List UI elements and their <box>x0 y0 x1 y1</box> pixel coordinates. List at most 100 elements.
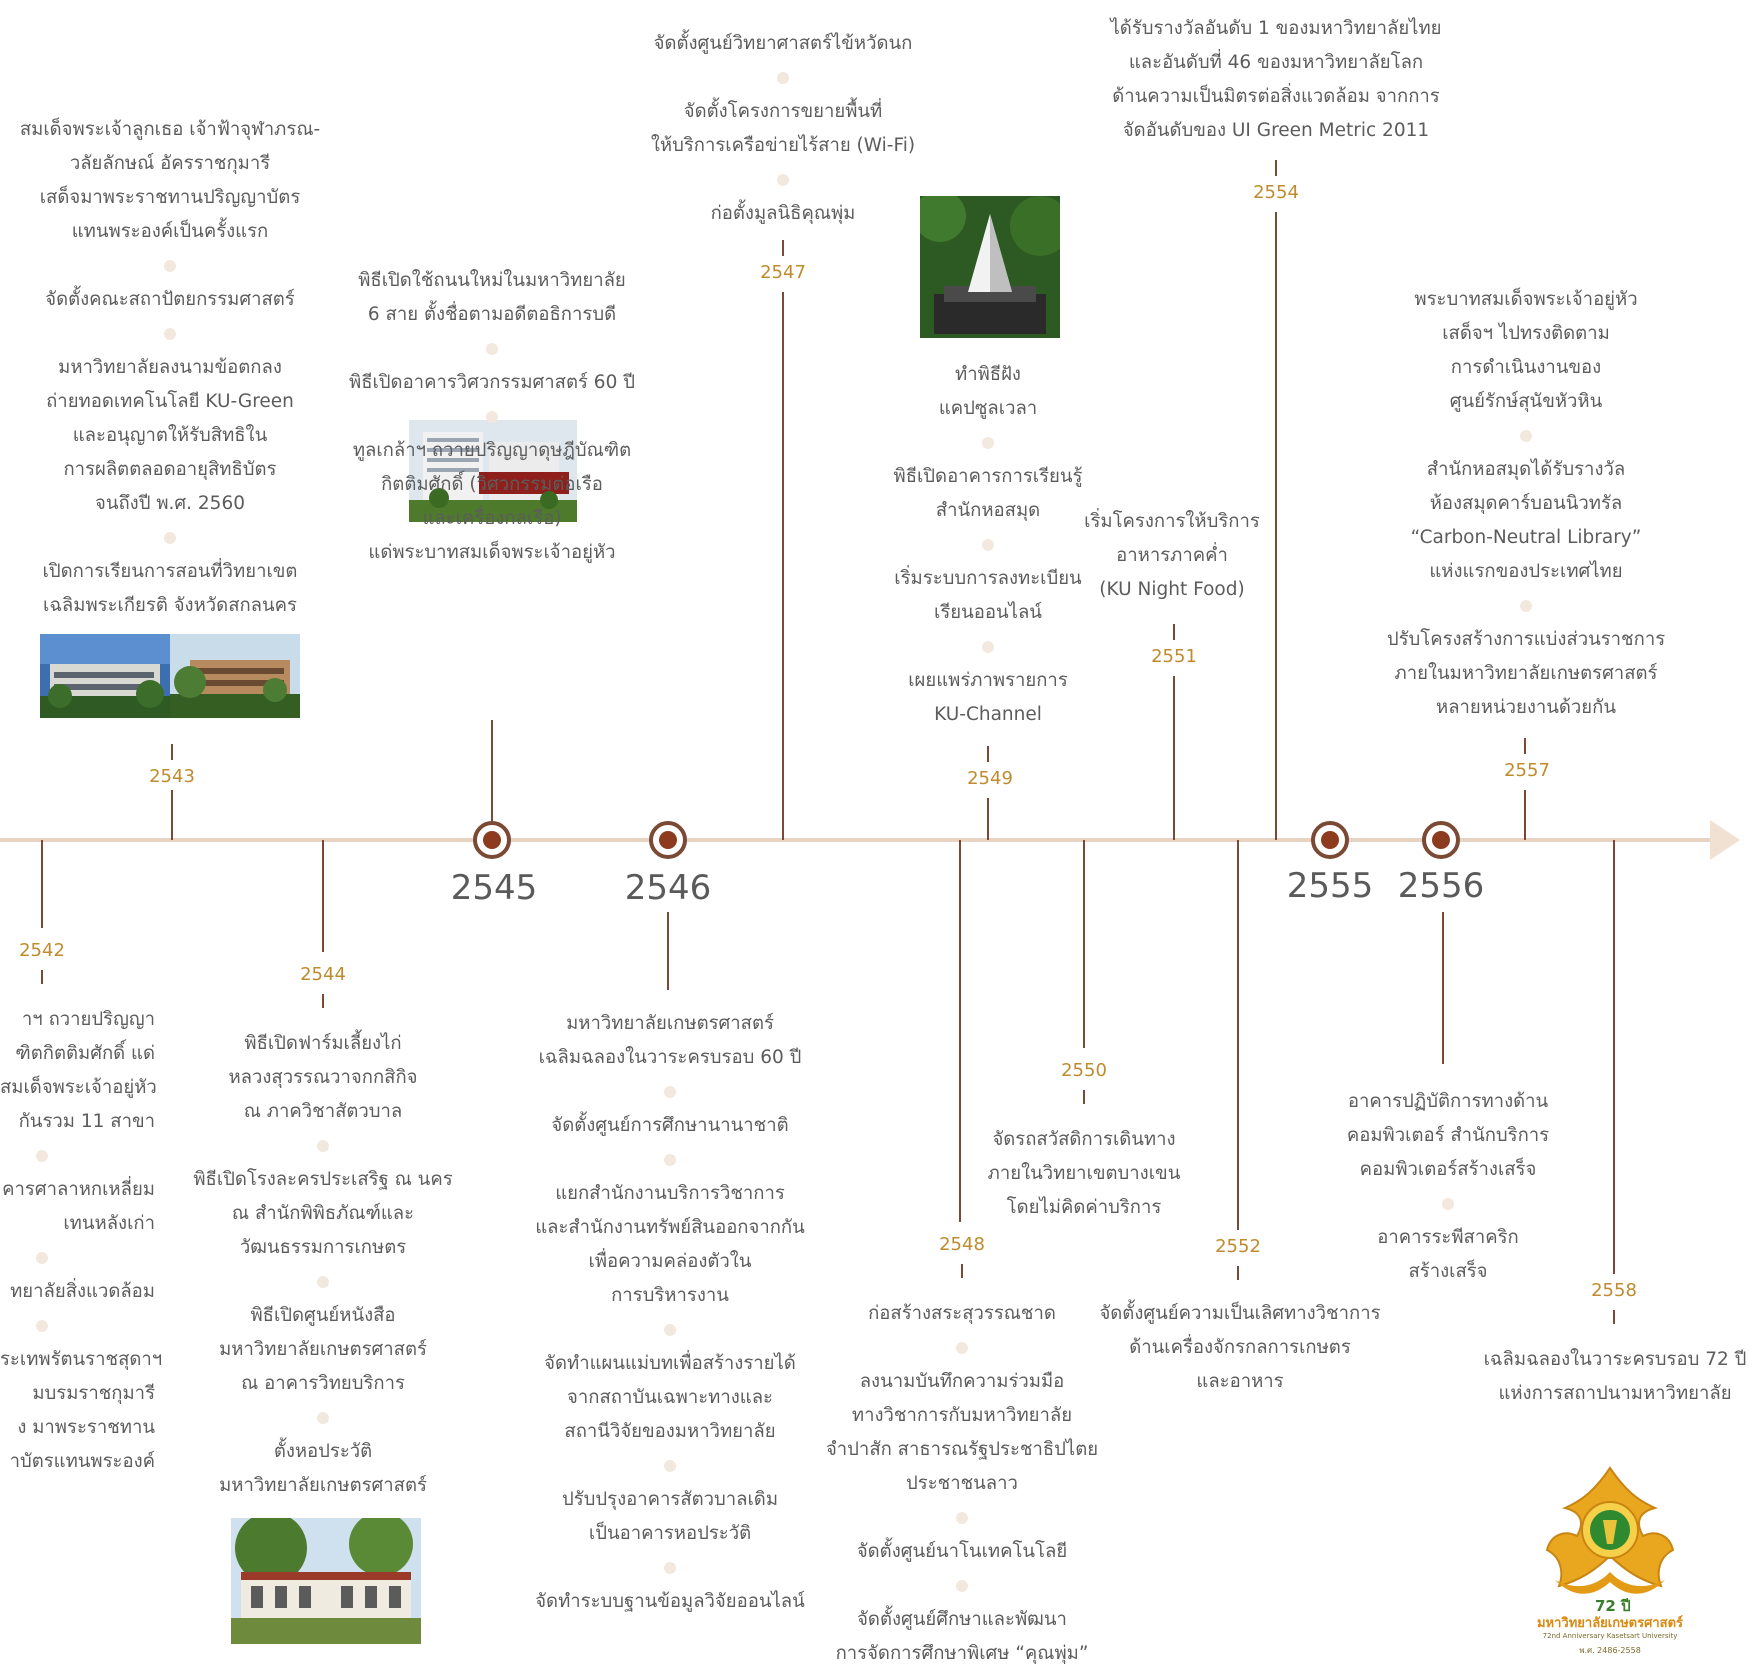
separator-dot <box>486 411 498 423</box>
stem-2542-bottom <box>41 970 43 984</box>
event-line: การดำเนินงานของ <box>1450 357 1602 378</box>
event-line: ถ่ายทอดเทคโนโลยี KU-Green <box>46 391 294 412</box>
event-line: อาหารภาคค่ำ <box>1116 545 1228 566</box>
year-label-2546: 2546 <box>624 868 712 908</box>
separator-dot <box>1520 600 1532 612</box>
stem-2552 <box>1237 840 1239 1230</box>
event-line: ให้บริการเครือข่ายไร้สาย (Wi-Fi) <box>650 135 916 156</box>
stem-2547-top <box>782 240 784 256</box>
event-line: แด่พระบาทสมเด็จพระเจ้าอยู่หัว <box>368 542 616 563</box>
stem-2554 <box>1275 212 1277 840</box>
separator-dot <box>36 1252 48 1264</box>
logo-university-name: มหาวิทยาลัยเกษตรศาสตร์ <box>1536 1616 1684 1631</box>
event-line: (KU Night Food) <box>1099 579 1245 600</box>
event-line: าบัตรแทนพระองค์ <box>9 1451 155 1472</box>
stem-2558 <box>1613 840 1615 1274</box>
event-line: เฉลิมฉลองในวาระครบรอบ 72 ปี <box>1483 1349 1747 1370</box>
separator-dot <box>317 1140 329 1152</box>
event-line: แคปซูลเวลา <box>938 398 1038 419</box>
event-2544-1: พิธีเปิดโรงละครประเสริฐ ณ นครณ สำนักพิพิ… <box>178 1163 468 1265</box>
event-2549-0: ทำพิธีฝังแคปซูลเวลา <box>848 358 1128 426</box>
event-line: จัดตั้งศูนย์การศึกษานานาชาติ <box>551 1115 789 1136</box>
separator-dot <box>164 532 176 544</box>
stem-2544-bottom <box>322 994 324 1008</box>
year-label-2558: 2558 <box>1591 1280 1637 1301</box>
stem-2544 <box>322 840 324 952</box>
separator-dot <box>982 539 994 551</box>
separator-dot <box>956 1512 968 1524</box>
stem-2542 <box>41 840 43 928</box>
separator-dot <box>664 1324 676 1336</box>
separator-dot <box>982 641 994 653</box>
event-line: ปรับโครงสร้างการแบ่งส่วนราชการ <box>1386 629 1666 650</box>
event-line: แทนพระองค์เป็นครั้งแรก <box>71 221 269 242</box>
event-line: จัดอันดับของ UI Green Metric 2011 <box>1122 120 1430 141</box>
event-2546-0: มหาวิทยาลัยเกษตรศาสตร์เฉลิมฉลองในวาระครบ… <box>515 1007 825 1075</box>
separator-dot <box>1442 1198 1454 1210</box>
event-line: และอาหาร <box>1196 1371 1284 1392</box>
separator-dot <box>777 72 789 84</box>
event-2542-0: าฯ ถวายปริญญาฑิตกิตติมศักดิ์ แด่สมเด็จพร… <box>0 1003 157 1139</box>
event-line: ตั้งหอประวัติ <box>273 1441 373 1462</box>
event-line: มหาวิทยาลัยเกษตรศาสตร์ <box>219 1339 427 1360</box>
event-line: หลายหน่วยงานด้วยกัน <box>1436 697 1616 718</box>
photo-sakon-campus-buildings <box>40 634 300 718</box>
event-line: จัดตั้งศูนย์ศึกษาและพัฒนา <box>857 1609 1067 1630</box>
event-line: เปิดการเรียนการสอนที่วิทยาเขต <box>42 561 298 582</box>
photo-engineering-building <box>409 420 577 522</box>
event-line: ลงนามบันทึกความร่วมมือ <box>859 1371 1065 1392</box>
year-label-2543: 2543 <box>149 766 195 787</box>
event-line: การบริหารงาน <box>611 1285 729 1306</box>
event-2558-0: เฉลิมฉลองในวาระครบรอบ 72 ปีแห่งการสถาปนา… <box>1460 1343 1749 1411</box>
event-2557-2: ปรับโครงสร้างการแบ่งส่วนราชการภายในมหาวิ… <box>1356 623 1696 725</box>
stem-2548-bottom <box>961 1264 963 1278</box>
separator-dot <box>486 343 498 355</box>
stem-2556 <box>1442 912 1444 1064</box>
ku-72-anniversary-logo: 72 ปี มหาวิทยาลัยเกษตรศาสตร์ 72nd Annive… <box>1525 1460 1695 1670</box>
separator-dot <box>164 328 176 340</box>
stem-2550-bottom <box>1083 1090 1085 1104</box>
stem-2557-top <box>1524 738 1526 754</box>
separator-dot <box>1520 430 1532 442</box>
event-line: ฑิตกิตติมศักดิ์ แด่ <box>15 1043 155 1064</box>
event-line: จัดตั้งศูนย์ความเป็นเลิศทางวิชาการ <box>1099 1303 1381 1324</box>
event-2547-2: ก่อตั้งมูลนิธิคุณพุ่ม <box>618 197 948 231</box>
stem-2551-top <box>1173 624 1175 640</box>
event-line: สร้างเสร็จ <box>1408 1261 1488 1282</box>
separator-dot <box>982 437 994 449</box>
event-line: ก่อตั้งมูลนิธิคุณพุ่ม <box>710 203 856 224</box>
event-2557-1: สำนักหอสมุดได้รับรางวัลห้องสมุดคาร์บอนนิ… <box>1356 453 1696 589</box>
event-line: ศูนย์รักษ์สุนัขหัวหิน <box>1449 391 1603 412</box>
event-line: แห่งการสถาปนามหาวิทยาลัย <box>1498 1383 1732 1404</box>
stem-2545 <box>491 720 493 840</box>
event-2543-1: จัดตั้งคณะสถาปัตยกรรมศาสตร์ <box>10 283 330 317</box>
separator-dot <box>664 1562 676 1574</box>
event-line: ภายในวิทยาเขตบางเขน <box>987 1163 1181 1184</box>
event-line: อาคารระพีสาคริก <box>1377 1227 1519 1248</box>
year-label-2552: 2552 <box>1215 1236 1261 1257</box>
event-line: เทนหลังเก่า <box>63 1213 155 1234</box>
marker-2546 <box>649 821 687 859</box>
event-2548-0: ก่อสร้างสระสุวรรณชาด <box>812 1297 1112 1331</box>
year-label-2547: 2547 <box>760 262 806 283</box>
stem-2543 <box>171 790 173 840</box>
event-2544-0: พิธีเปิดฟาร์มเลี้ยงไก่หลวงสุวรรณวาจกกสิก… <box>178 1027 468 1129</box>
event-line: “Carbon-Neutral Library” <box>1410 527 1642 548</box>
event-line: ด้านเครื่องจักรกลการเกษตร <box>1129 1337 1351 1358</box>
event-line: กันรวม 11 สาขา <box>18 1111 155 1132</box>
event-line: จำปาสัก สาธารณรัฐประชาธิปไตย <box>825 1439 1099 1460</box>
event-line: และเครื่องกลเรือ) <box>422 508 562 529</box>
timeline-arrowhead <box>1710 820 1740 860</box>
logo-year-range: พ.ศ. 2486-2558 <box>1579 1646 1641 1655</box>
separator-dot <box>664 1460 676 1472</box>
event-2556-1: อาคารระพีสาคริกสร้างเสร็จ <box>1308 1221 1588 1289</box>
year-label-2548: 2548 <box>939 1234 985 1255</box>
stem-2552-bottom <box>1237 1266 1239 1280</box>
event-line: ระเทพรัตนราชสุดาฯ <box>0 1349 163 1370</box>
event-line: เฉลิมฉลองในวาระครบรอบ 60 ปี <box>538 1047 802 1068</box>
event-2547-1: จัดตั้งโครงการขยายพื้นที่ให้บริการเครือข… <box>618 95 948 163</box>
event-line: มหาวิทยาลัยลงนามข้อตกลง <box>58 357 282 378</box>
year-label-2545: 2545 <box>450 868 538 908</box>
event-2550-0: จัดรถสวัสดิการเดินทางภายในวิทยาเขตบางเขน… <box>959 1123 1209 1225</box>
